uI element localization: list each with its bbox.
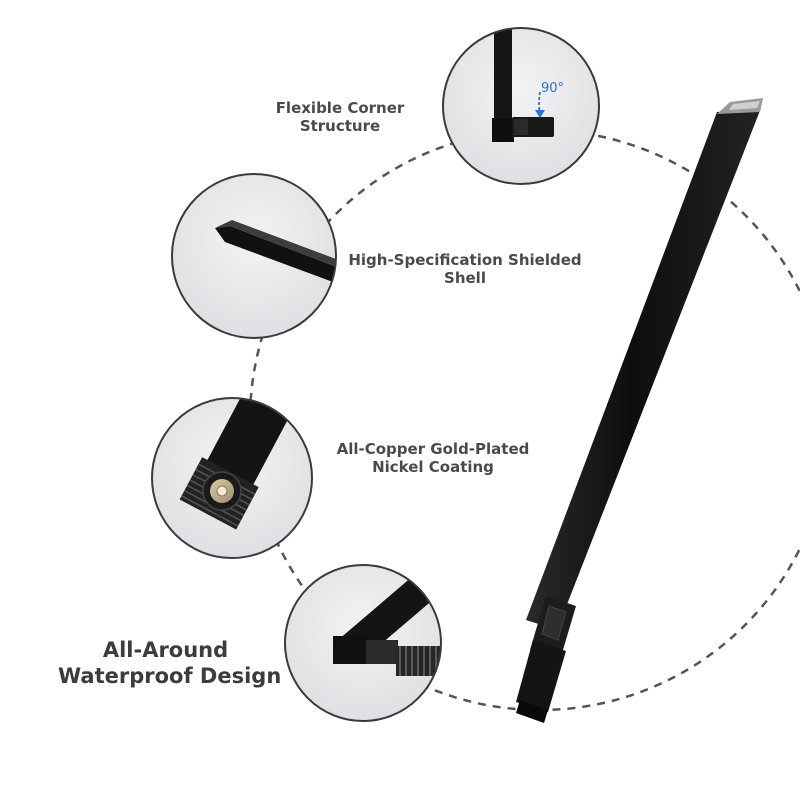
detail-bubble-waterproof	[284, 564, 442, 722]
detail-bubble-shell	[171, 173, 337, 339]
detail-bubble-flexible: 90°	[442, 27, 600, 185]
feature-label-flexible: Flexible Corner Structure	[275, 99, 405, 136]
feature-label-waterproof: All-Around Waterproof Design	[58, 638, 282, 689]
angle-callout: 90°	[541, 81, 564, 96]
detail-bubble-connector	[151, 397, 313, 559]
antenna-main-image	[516, 98, 763, 723]
feature-label-shell: High-Specification Shielded Shell	[348, 251, 582, 288]
feature-label-copper: All-Copper Gold-Plated Nickel Coating	[336, 440, 530, 477]
